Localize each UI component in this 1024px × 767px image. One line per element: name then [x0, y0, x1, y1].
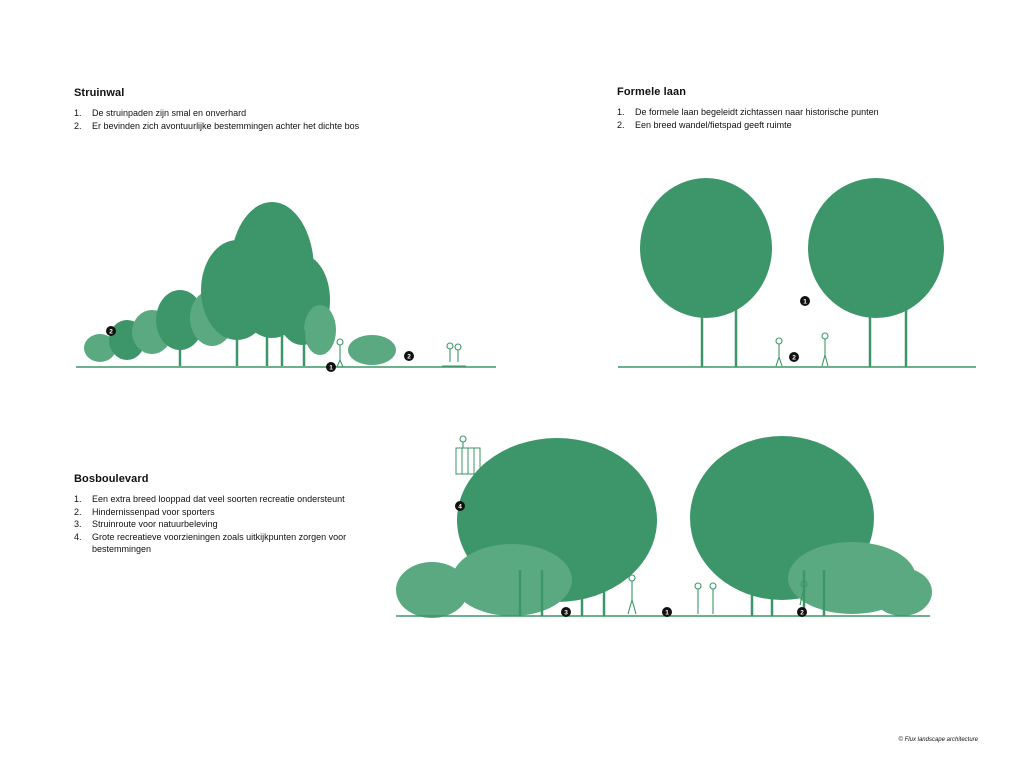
- list-text: Hindernissenpad voor sporters: [92, 506, 215, 517]
- marker-2: 2: [797, 607, 807, 617]
- struinwal-list: 1.De struinpaden zijn smal en onverhard …: [74, 107, 404, 132]
- struinwal-section-drawing: 1 2 2: [76, 202, 496, 372]
- marker-2: 2: [106, 326, 116, 336]
- marker-2: 2: [789, 352, 799, 362]
- list-number: 2.: [74, 120, 82, 131]
- list-item: 2. Een breed wandel/fietspad geeft ruimte: [617, 119, 957, 132]
- svg-text:1: 1: [803, 299, 807, 306]
- list-number: 2.: [617, 119, 625, 130]
- formele-laan-drawing: 1 2: [618, 178, 976, 368]
- list-number: 1.: [617, 107, 625, 117]
- marker-1: 1: [662, 607, 672, 617]
- marker-3: 3: [561, 607, 571, 617]
- list-item: 4. Grote recreatieve voorzieningen zoals …: [74, 531, 374, 556]
- struinwal-people: [336, 338, 466, 368]
- list-text: Een breed wandel/fietspad geeft ruimte: [635, 119, 792, 130]
- list-item: 1. Een extra breed looppad dat veel soort…: [74, 493, 374, 506]
- list-item: 2. Er bevinden zich avontuurlijke bestemm…: [74, 120, 404, 133]
- marker-1: 1: [800, 296, 810, 306]
- list-text: De struinpaden zijn smal en onverhard: [92, 108, 247, 118]
- bosboulevard-title: Bosboulevard: [74, 473, 149, 485]
- list-text: De formele laan begeleidt zichtassen naa…: [635, 107, 879, 117]
- list-text: Grote recreatieve voorzieningen zoals ui…: [92, 531, 347, 555]
- svg-text:4: 4: [458, 504, 462, 511]
- marker-1: 1: [326, 362, 336, 372]
- bosboulevard-section: Bosboulevard 1. Een extra breed looppad d…: [74, 473, 374, 556]
- list-item: 1. De formele laan begeleidt zichtassen n…: [617, 106, 957, 119]
- svg-text:2: 2: [407, 354, 411, 361]
- svg-text:2: 2: [109, 329, 113, 336]
- svg-text:3: 3: [564, 610, 568, 617]
- lookout-tower: [455, 435, 481, 475]
- bosboulevard-drawing: 1 2 3 4: [396, 435, 932, 618]
- list-number: 2.: [74, 506, 82, 517]
- bosboulevard-vegetation: [396, 436, 932, 618]
- list-item: 3. Struinroute voor natuurbeleving: [74, 518, 374, 531]
- svg-text:1: 1: [665, 610, 669, 617]
- formele-laan-trees: [640, 178, 944, 367]
- svg-text:1: 1: [329, 365, 333, 372]
- formele-laan-section: Formele laan 1. De formele laan begeleidt…: [617, 86, 957, 131]
- svg-text:2: 2: [800, 610, 804, 617]
- list-number: 1.: [74, 494, 82, 504]
- credit-text: © Flux landscape architecture: [898, 737, 978, 743]
- list-number: 1.: [74, 108, 82, 118]
- list-number: 4.: [74, 531, 82, 542]
- formele-laan-list: 1. De formele laan begeleidt zichtassen n…: [617, 106, 957, 131]
- struinwal-title: Struinwal: [74, 87, 125, 99]
- bosboulevard-list: 1. Een extra breed looppad dat veel soort…: [74, 493, 374, 556]
- formele-laan-title: Formele laan: [617, 86, 687, 98]
- list-number: 3.: [74, 519, 82, 529]
- list-text: Er bevinden zich avontuurlijke bestemmin…: [92, 120, 360, 131]
- formele-laan-people: [775, 332, 829, 367]
- list-item: 2. Hindernissenpad voor sporters: [74, 506, 374, 519]
- struinwal-vegetation: [84, 202, 396, 366]
- svg-text:2: 2: [792, 355, 796, 362]
- marker-4: 4: [455, 501, 465, 511]
- bosboulevard-people: [627, 574, 808, 615]
- list-item: 1. De struinpaden zijn smal en onverhard: [74, 107, 404, 120]
- list-text: Struinroute voor natuurbeleving: [92, 519, 218, 529]
- struinwal-section: Struinwal 1. De struinpaden zijn smal en …: [74, 87, 404, 132]
- marker-2: 2: [404, 351, 414, 361]
- list-text: Een extra breed looppad dat veel soorten…: [92, 494, 345, 504]
